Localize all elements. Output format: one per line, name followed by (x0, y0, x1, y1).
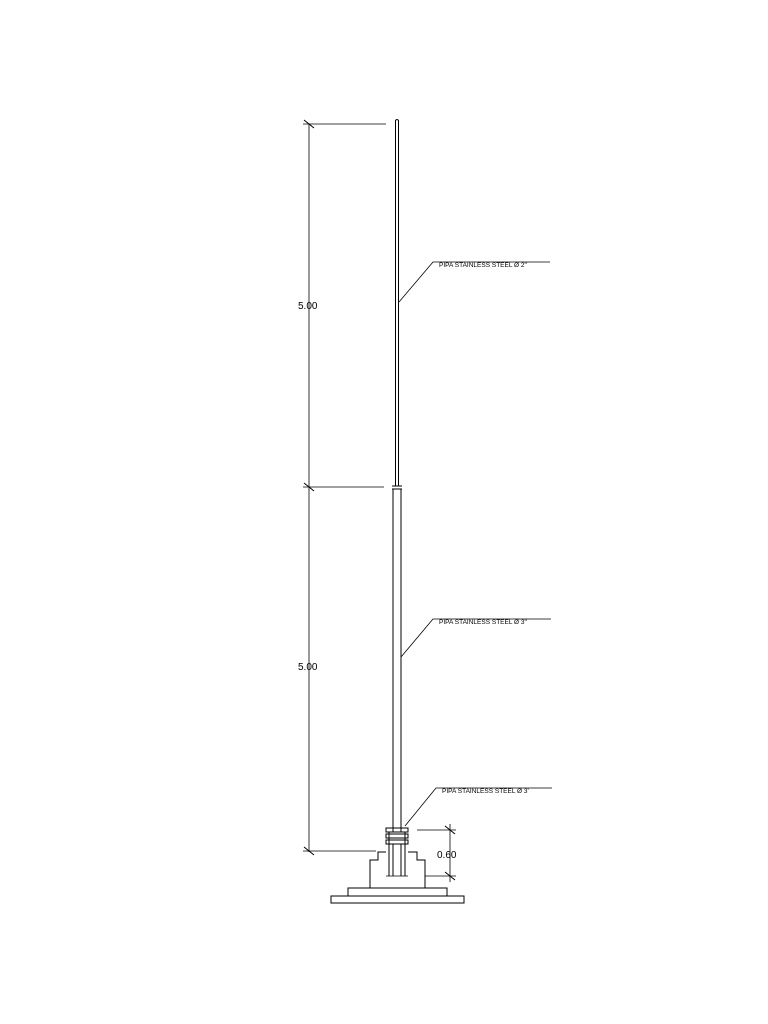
base-height-label: 0.60 (437, 850, 457, 861)
upper-pole (395, 119, 399, 486)
upper-pipe-callout: PIPA STAINLESS STEEL Ø 2" (439, 262, 527, 269)
base-sleeve (385, 827, 409, 877)
lower-height-label: 5.00 (298, 662, 318, 673)
base-height-dimension (417, 824, 456, 882)
pipe-reducer (392, 485, 402, 490)
upper-height-label: 5.00 (298, 301, 318, 312)
footing (330, 851, 465, 904)
height-dimension (303, 119, 386, 856)
callout-leaders (398, 261, 552, 827)
lower-pipe-callout: PIPA STAINLESS STEEL Ø 3" (439, 619, 527, 626)
lower-pole (392, 489, 402, 832)
base-pipe-callout: PIPA STAINLESS STEEL Ø 3' (442, 788, 529, 795)
